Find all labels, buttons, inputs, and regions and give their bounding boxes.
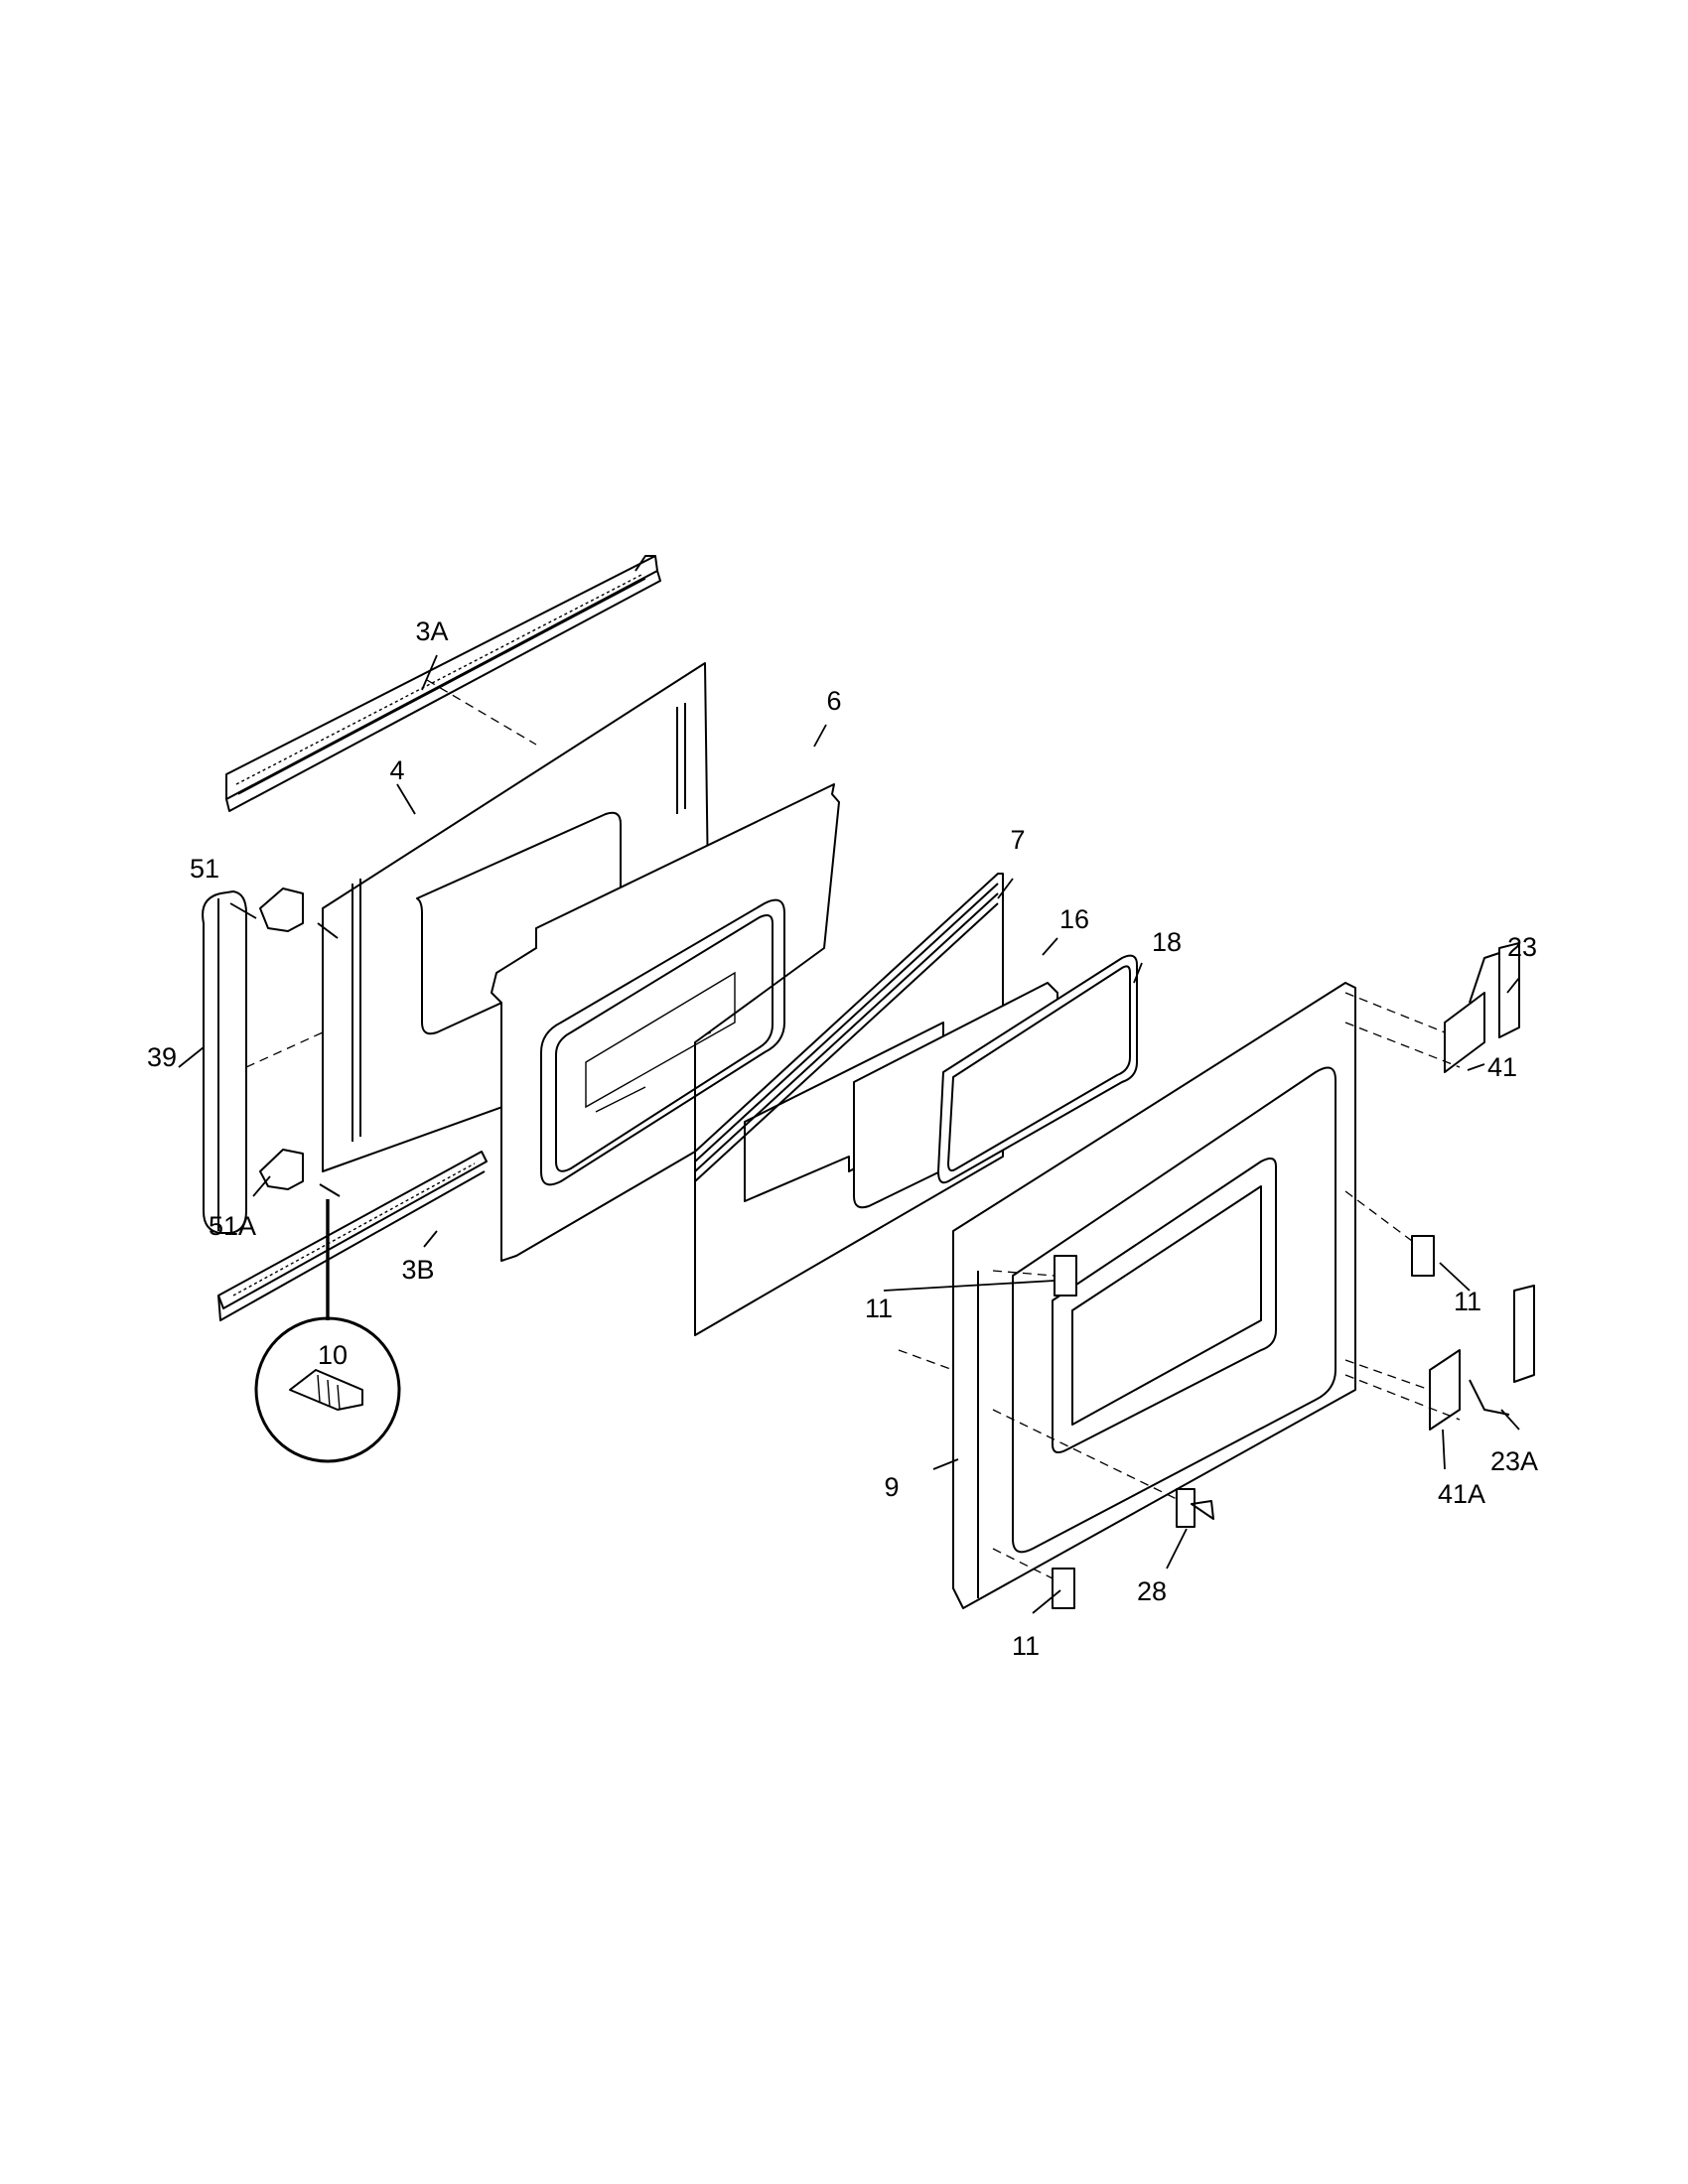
- callout-3B: 3B: [401, 1255, 434, 1285]
- screw-detail-circle: [254, 1316, 401, 1463]
- callout-labels: 3A 4 6 7 16 18 23 51 39 41 51A 3B 11 11 …: [147, 616, 1538, 1661]
- callout-11-center: 11: [865, 1294, 893, 1323]
- callout-3A: 3A: [415, 616, 448, 646]
- callout-41: 41: [1487, 1052, 1517, 1082]
- callout-11-right: 11: [1454, 1287, 1481, 1316]
- insulation-baffle: [491, 783, 840, 1262]
- callout-41A: 41A: [1438, 1479, 1485, 1509]
- callout-18: 18: [1152, 927, 1182, 957]
- callout-28: 28: [1137, 1576, 1167, 1606]
- top-trim-rail: [225, 555, 661, 812]
- hinge-bottom: [1429, 1285, 1535, 1431]
- callout-6: 6: [826, 686, 841, 716]
- callout-7: 7: [1010, 825, 1025, 855]
- handle-end-cap-bottom: [259, 1149, 304, 1190]
- window-gasket: [937, 954, 1138, 1184]
- retainer-clip-bottom: [1052, 1568, 1075, 1609]
- handle-end-cap-top: [259, 887, 304, 932]
- callout-10: 10: [318, 1340, 348, 1370]
- assembly-guide-lines: [245, 679, 1461, 1579]
- callout-leader-lines: [178, 654, 1520, 1614]
- outer-door-panel: [952, 982, 1356, 1609]
- handle-screw-bottom: [319, 1183, 341, 1197]
- callout-16: 16: [1059, 904, 1089, 934]
- callout-11-bottom: 11: [1012, 1631, 1040, 1661]
- callout-39: 39: [147, 1042, 177, 1072]
- callout-51A: 51A: [209, 1211, 256, 1241]
- handle-screw-top: [317, 922, 339, 939]
- callout-9: 9: [884, 1472, 899, 1502]
- callout-23A: 23A: [1490, 1446, 1538, 1476]
- retainer-clip-center: [1054, 1255, 1077, 1297]
- callout-51: 51: [190, 854, 219, 884]
- door-handle: [202, 890, 247, 1234]
- door-latch: [1176, 1488, 1214, 1528]
- callout-4: 4: [389, 755, 404, 785]
- bottom-trim-rail: [217, 1151, 488, 1321]
- retainer-clip-right: [1411, 1235, 1435, 1277]
- callout-23: 23: [1507, 932, 1537, 962]
